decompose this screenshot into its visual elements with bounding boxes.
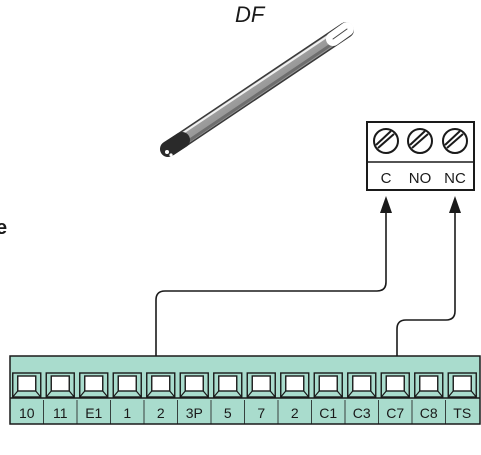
terminal-screw-frame xyxy=(45,372,75,398)
terminal-cell: 7 xyxy=(246,372,276,421)
terminal-label: 7 xyxy=(257,405,265,421)
terminal-label: E1 xyxy=(85,405,102,421)
terminal-screw-window xyxy=(17,375,37,392)
photocell-bar-icon xyxy=(160,22,354,157)
edge-text-fragment: e xyxy=(0,217,7,239)
terminal-label: C3 xyxy=(353,405,371,421)
terminal-cell: 5 xyxy=(213,372,243,421)
terminal-screw-frame xyxy=(447,372,477,398)
relay-terminal-nc: NC xyxy=(444,170,466,187)
terminal-screw-frame xyxy=(179,372,209,398)
terminal-cell: 1 xyxy=(112,372,142,421)
terminal-screw-frame xyxy=(213,372,243,398)
device-label: DF xyxy=(235,2,266,27)
terminal-screw-window xyxy=(352,375,372,392)
terminal-screw-window xyxy=(385,375,405,392)
terminal-screw-window xyxy=(151,375,171,392)
terminal-screw-frame xyxy=(246,372,276,398)
terminal-label: 3P xyxy=(186,405,203,421)
terminal-screw-window xyxy=(452,375,472,392)
terminal-label: C7 xyxy=(386,405,404,421)
terminal-screw-frame xyxy=(12,372,42,398)
terminal-screw-window xyxy=(285,375,305,392)
terminal-cell: C8 xyxy=(414,372,444,421)
terminal-screw-frame xyxy=(280,372,310,398)
wire-nc-to-c7 xyxy=(396,212,456,378)
terminal-screw-frame xyxy=(313,372,343,398)
terminal-cell: C3 xyxy=(347,372,377,421)
terminal-screw-window xyxy=(50,375,70,392)
terminal-cell: 11 xyxy=(45,372,75,421)
terminal-label: 2 xyxy=(157,405,165,421)
screw-icon xyxy=(442,128,468,154)
terminal-cell: C1 xyxy=(313,372,343,421)
relay-terminal-no: NO xyxy=(409,170,432,187)
terminal-label: TS xyxy=(453,405,471,421)
terminal-screw-window xyxy=(419,375,439,392)
terminal-screw-frame xyxy=(112,372,142,398)
arrow-up-icon xyxy=(449,196,461,213)
terminal-cell: C7 xyxy=(380,372,410,421)
terminal-screw-frame xyxy=(146,372,176,398)
relay-terminal-c: C xyxy=(381,170,392,187)
terminal-cell: TS xyxy=(447,372,477,421)
terminal-label: 2 xyxy=(291,405,299,421)
terminal-label: 5 xyxy=(224,405,232,421)
terminal-screw-window xyxy=(218,375,238,392)
terminal-label: C1 xyxy=(319,405,337,421)
terminal-screw-window xyxy=(184,375,204,392)
terminal-screw-window xyxy=(318,375,338,392)
terminal-cell: 2 xyxy=(280,372,310,421)
terminal-strip: 10 11 E1 1 2 3P 5 7 2 C1 C3 C7 C8 TS xyxy=(9,355,481,425)
terminal-cell: 3P xyxy=(179,372,209,421)
terminal-screw-frame xyxy=(347,372,377,398)
terminal-screw-frame xyxy=(414,372,444,398)
terminal-cell: 10 xyxy=(12,372,42,421)
terminal-label: 1 xyxy=(123,405,131,421)
wire-c-to-2 xyxy=(155,212,387,378)
terminal-cell: E1 xyxy=(79,372,109,421)
screw-icon xyxy=(373,128,399,154)
terminal-screw-window xyxy=(84,375,104,392)
relay-contact-block: C NO NC xyxy=(366,121,475,191)
terminal-label: C8 xyxy=(420,405,438,421)
terminal-screw-frame xyxy=(79,372,109,398)
terminal-label: 11 xyxy=(53,405,68,421)
terminal-screw-window xyxy=(251,375,271,392)
terminal-label: 10 xyxy=(19,405,35,421)
terminal-screw-frame xyxy=(380,372,410,398)
terminal-cell: 2 xyxy=(146,372,176,421)
terminal-screw-window xyxy=(117,375,137,392)
screw-icon xyxy=(407,128,433,154)
arrow-up-icon xyxy=(380,196,392,213)
